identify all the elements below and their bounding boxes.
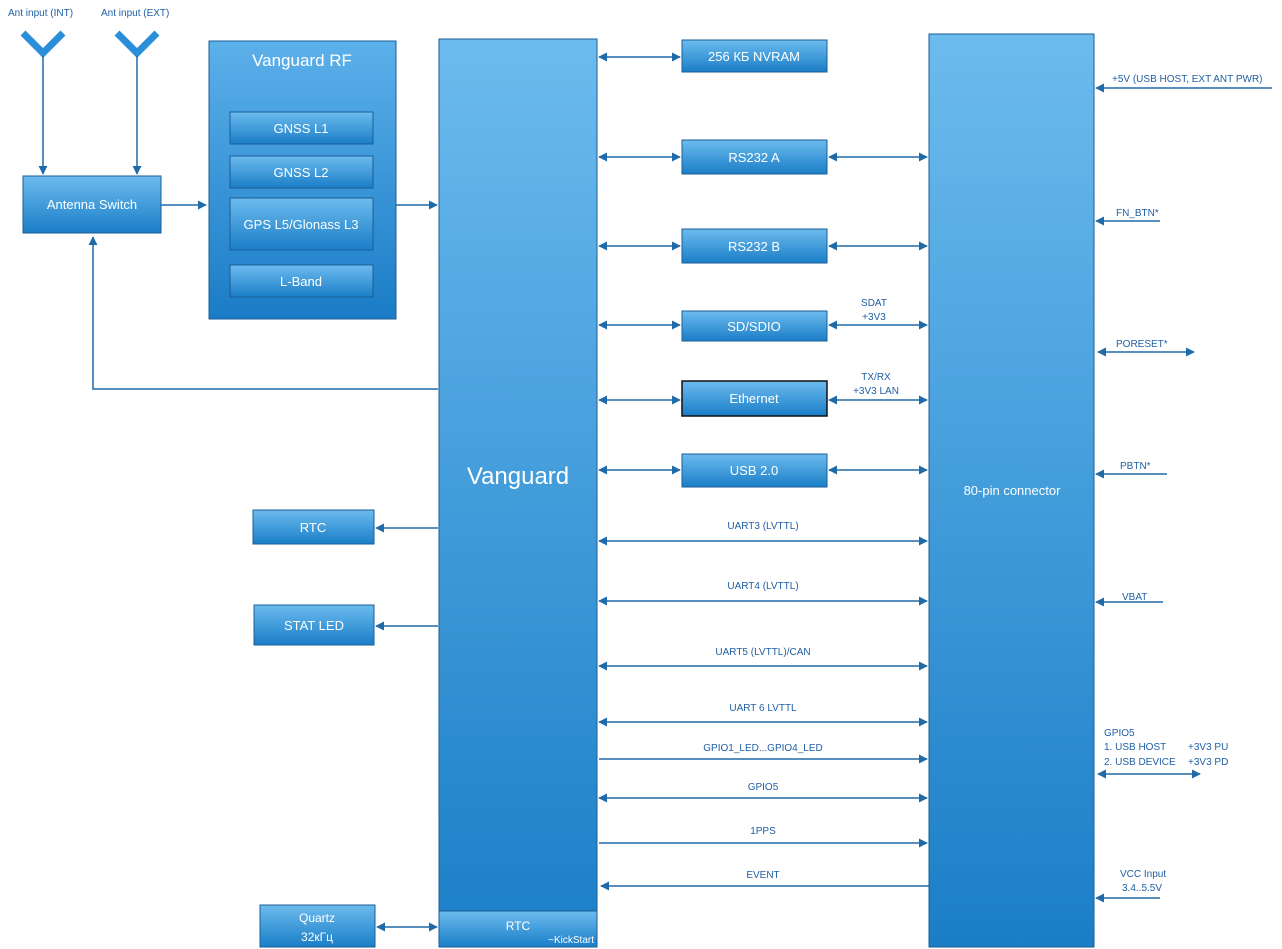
vanguard-rtc-label: RTC bbox=[506, 919, 531, 933]
rf-band-box bbox=[229, 155, 374, 189]
stat-led-block: STAT LED bbox=[253, 604, 375, 646]
rs232b-block: RS232 B bbox=[681, 228, 828, 264]
nvram-label: 256 КБ NVRAM bbox=[708, 49, 800, 64]
sd-block: SD/SDIO bbox=[681, 310, 828, 342]
gpio5-device-pull: +3V3 PD bbox=[1188, 757, 1228, 768]
gpio5-usb-host: 1. USB HOST bbox=[1104, 742, 1166, 753]
gpio5-label: GPIO5 bbox=[748, 782, 779, 793]
vanguard-rtc-section bbox=[438, 910, 598, 948]
uart6-label: UART 6 LVTTL bbox=[729, 703, 797, 714]
rs232a-block: RS232 A bbox=[681, 139, 828, 175]
vcc-range-label: 3.4..5.5V bbox=[1122, 883, 1162, 894]
nvram-block: 256 КБ NVRAM bbox=[681, 39, 828, 73]
connector-title: 80-pin connector bbox=[964, 483, 1062, 498]
rtc-label: RTC bbox=[300, 520, 326, 535]
gpio5-signal-title: GPIO5 bbox=[1104, 728, 1135, 739]
uart5-label: UART5 (LVTTL)/CAN bbox=[715, 647, 810, 658]
antenna-ext-icon bbox=[114, 30, 160, 58]
ethernet-label: Ethernet bbox=[729, 391, 779, 406]
ethernet-power-label: +3V3 LAN bbox=[853, 386, 899, 397]
uart3-label: UART3 (LVTTL) bbox=[727, 521, 798, 532]
quartz-freq-label: 32кГц bbox=[301, 930, 333, 944]
ethernet-block: Ethernet bbox=[681, 380, 828, 417]
rs232b-label: RS232 B bbox=[728, 239, 780, 254]
vanguard-block: Vanguard RTC ~KickStart bbox=[438, 38, 598, 948]
vanguard-rf-title: Vanguard RF bbox=[252, 51, 352, 70]
rs232a-label: RS232 A bbox=[728, 150, 780, 165]
vanguard-rf-block: Vanguard RF GNSS L1 GNSS L2 GPS L5/Glona… bbox=[208, 40, 397, 320]
connector-block: 80-pin connector bbox=[928, 33, 1095, 948]
gpio-led-label: GPIO1_LED...GPIO4_LED bbox=[703, 743, 823, 754]
stat-led-label: STAT LED bbox=[284, 618, 344, 633]
sd-label: SD/SDIO bbox=[727, 319, 780, 334]
vanguard-to-switch-line bbox=[88, 236, 438, 390]
vcc-input-label: VCC Input bbox=[1120, 869, 1166, 880]
vbat-label: VBAT bbox=[1122, 592, 1147, 603]
antenna-int-label: Ant input (INT) bbox=[8, 8, 73, 19]
usb-block: USB 2.0 bbox=[681, 453, 828, 488]
rf-band-lband: L-Band bbox=[280, 274, 322, 289]
ethernet-signal-label: TX/RX bbox=[861, 372, 891, 383]
fn-btn-label: FN_BTN* bbox=[1116, 208, 1159, 219]
rf-band-box bbox=[229, 197, 374, 251]
sd-signal-label: SDAT bbox=[861, 298, 887, 309]
antenna-int-icon bbox=[20, 30, 66, 58]
gpio5-host-pull: +3V3 PU bbox=[1188, 742, 1228, 753]
quartz-label: Quartz bbox=[299, 911, 335, 925]
pbtn-label: PBTN* bbox=[1120, 461, 1151, 472]
quartz-block: Quartz 32кГц bbox=[259, 904, 376, 948]
rf-band-l5: GPS L5/Glonass L3 bbox=[244, 217, 359, 232]
antenna-switch-label: Antenna Switch bbox=[47, 197, 137, 212]
rf-band-gnss-l1: GNSS L1 bbox=[274, 121, 329, 136]
poreset-label: PORESET* bbox=[1116, 339, 1168, 350]
vanguard-title: Vanguard bbox=[467, 463, 569, 490]
kickstart-label: ~KickStart bbox=[548, 935, 594, 946]
event-label: EVENT bbox=[746, 870, 779, 881]
rf-band-box bbox=[229, 111, 374, 145]
rtc-block: RTC bbox=[252, 509, 375, 545]
pps-label: 1PPS bbox=[750, 826, 776, 837]
uart4-label: UART4 (LVTTL) bbox=[727, 581, 798, 592]
usb-label: USB 2.0 bbox=[730, 463, 778, 478]
sd-power-label: +3V3 bbox=[862, 312, 886, 323]
antenna-switch-block: Antenna Switch bbox=[22, 175, 162, 234]
gpio5-usb-device: 2. USB DEVICE bbox=[1104, 757, 1176, 768]
rf-band-box bbox=[229, 264, 374, 298]
power-signal-label: +5V (USB HOST, EXT ANT PWR) bbox=[1112, 74, 1263, 85]
antenna-ext-label: Ant input (EXT) bbox=[101, 8, 169, 19]
rf-band-gnss-l2: GNSS L2 bbox=[274, 165, 329, 180]
